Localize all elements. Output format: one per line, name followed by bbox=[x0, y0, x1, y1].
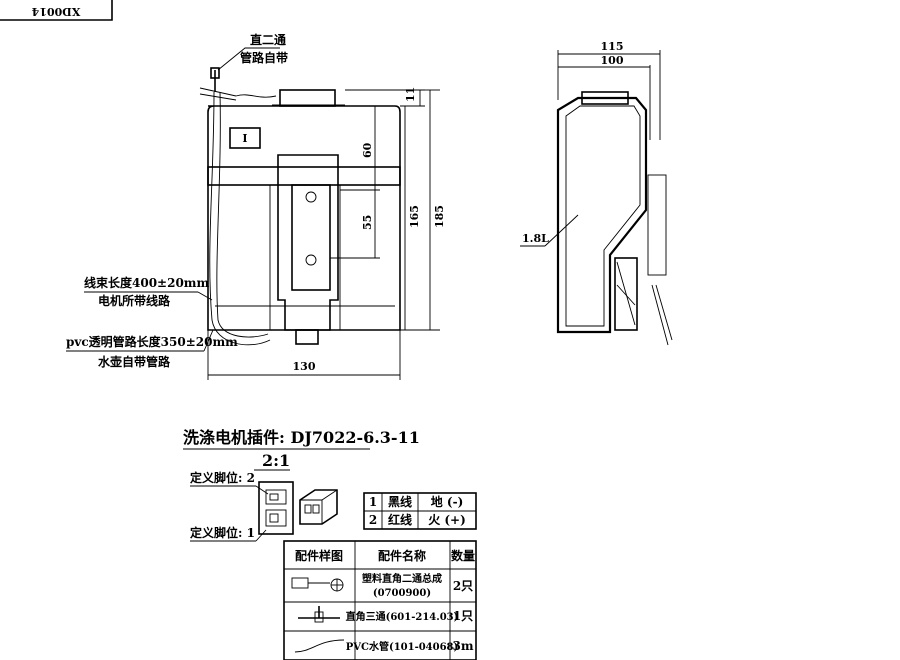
dim-165: 165 bbox=[408, 205, 421, 228]
mounting-strap bbox=[207, 166, 401, 186]
front-view: I 直二通 管路自带 11 60 55 165 bbox=[66, 32, 446, 380]
drawing-code: XD0014 bbox=[31, 5, 80, 18]
volume-label: 1.8L bbox=[522, 232, 549, 245]
part-1-name: 塑料直角二通总成 bbox=[362, 572, 442, 585]
parts-header-image: 配件样图 bbox=[295, 548, 343, 563]
dim-100: 100 bbox=[601, 54, 624, 67]
callout-straight-connector-2: 管路自带 bbox=[240, 50, 288, 65]
callout-harness-2: 电机所带线路 bbox=[98, 293, 171, 308]
motor-outlet bbox=[295, 329, 319, 345]
dim-11: 11 bbox=[404, 87, 417, 102]
callout-pvc-2: 水壶自带管路 bbox=[98, 354, 171, 369]
pin-table: 1 黑线 地 (-) 2 红线 火 (+) bbox=[363, 492, 477, 530]
parts-header-qty: 数量 bbox=[451, 548, 475, 563]
side-view: 115 100 1.8L bbox=[520, 40, 673, 346]
connector-front-icon bbox=[258, 481, 294, 535]
connector-title: 洗涤电机插件: DJ7022-6.3-11 bbox=[183, 428, 420, 447]
dim-60: 60 bbox=[361, 142, 374, 158]
callout-straight-connector-1: 直二通 bbox=[250, 32, 286, 47]
parts-header-name: 配件名称 bbox=[378, 548, 426, 563]
pin-row-2-wire: 红线 bbox=[388, 512, 412, 527]
tank-outline bbox=[556, 96, 648, 334]
filler-neck bbox=[279, 89, 336, 107]
drawing-code-box: XD0014 bbox=[0, 0, 113, 21]
pin-row-1-no: 1 bbox=[369, 495, 377, 509]
pin-row-1-wire: 黑线 bbox=[388, 494, 412, 509]
pin-row-2-func: 火 (+) bbox=[428, 513, 466, 527]
pump-bracket bbox=[277, 154, 339, 331]
pin-row-2-no: 2 bbox=[369, 513, 377, 527]
connector-3d-icon bbox=[299, 489, 338, 525]
pin1-label: 定义脚位: 1 bbox=[190, 525, 255, 540]
callout-harness-1: 线束长度400±20mm bbox=[84, 275, 210, 290]
side-pump bbox=[614, 257, 638, 331]
part-3-name: PVC水管(101-04068) bbox=[346, 640, 459, 653]
connector-scale: 2:1 bbox=[262, 451, 290, 470]
connector-section: 洗涤电机插件: DJ7022-6.3-11 2:1 定义脚位: 2 定义脚位: … bbox=[183, 428, 477, 660]
region-marker: I bbox=[242, 132, 247, 145]
elbow-connector-icon bbox=[291, 577, 344, 592]
parts-table: 配件样图 配件名称 数量 塑料直角二通总成 (0700900) 2只 直角三通(… bbox=[283, 540, 477, 660]
part-1-code: (0700900) bbox=[373, 588, 431, 599]
dim-130: 130 bbox=[293, 360, 316, 373]
dim-115: 115 bbox=[601, 40, 624, 53]
pump-plate bbox=[291, 184, 331, 291]
callout-pvc-1: pvc透明管路长度350±20mm bbox=[66, 334, 238, 349]
region-marker-box bbox=[229, 127, 261, 149]
elbow-connector-icon bbox=[199, 67, 277, 101]
part-1-qty: 2只 bbox=[453, 579, 473, 593]
dim-55: 55 bbox=[361, 215, 374, 230]
part-3-qty: 3m bbox=[452, 639, 473, 653]
part-2-qty: 1只 bbox=[453, 609, 473, 623]
tee-connector-icon bbox=[298, 606, 340, 623]
pin2-label: 定义脚位: 2 bbox=[190, 470, 255, 485]
side-filler-cap bbox=[581, 91, 629, 105]
pvc-hose-route bbox=[209, 91, 271, 346]
dim-185: 185 bbox=[433, 205, 446, 228]
part-2-name: 直角三通(601-214.03) bbox=[346, 610, 459, 623]
pvc-hose-icon bbox=[294, 639, 345, 653]
pin-row-1-func: 地 (-) bbox=[431, 494, 464, 509]
